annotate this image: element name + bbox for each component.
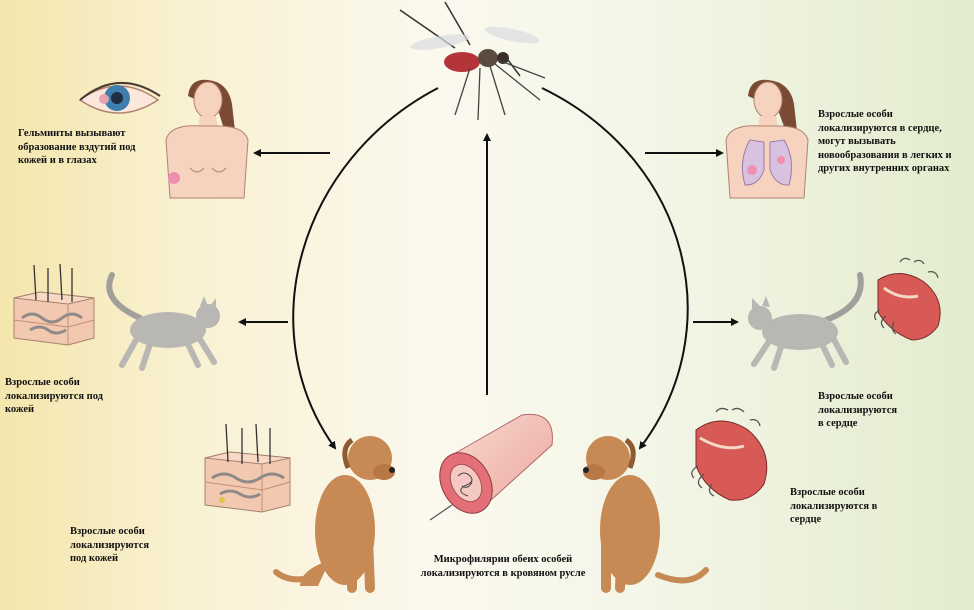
skin-section-icon-2 (204, 423, 291, 513)
dog-icon-right (583, 436, 709, 593)
label-cat-skin: Взрослые особи локализируются под кожей (5, 377, 103, 415)
cat-icon-right (748, 272, 864, 371)
human-lungs-icon (725, 79, 809, 199)
label-human-skin-eyes: Гельминты вызывают образование вздутий п… (18, 128, 136, 166)
mosquito-icon (399, 1, 546, 121)
label-human-heart-lungs: Взрослые особи локализируются в сердце, … (818, 109, 952, 174)
cat-icon (106, 272, 220, 371)
label-dog-heart: Взрослые особи локализируются в сердце (790, 487, 878, 525)
cycle-arc-left (292, 87, 439, 450)
heart-icon (874, 257, 941, 341)
cycle-arc-right (541, 87, 689, 450)
dog-icon (273, 436, 395, 593)
heart-icon-2 (691, 407, 768, 501)
blood-vessel-icon (429, 413, 553, 521)
skin-section-icon (13, 263, 95, 346)
human-torso-icon (165, 79, 249, 199)
label-cat-heart: Взрослые особи локализируются в сердце (818, 391, 898, 429)
label-microfilariae: Микрофилярии обеих особей локализируются… (420, 554, 586, 579)
eye-icon (78, 82, 161, 114)
label-dog-skin: Взрослые особи локализируются под кожей (70, 526, 150, 564)
